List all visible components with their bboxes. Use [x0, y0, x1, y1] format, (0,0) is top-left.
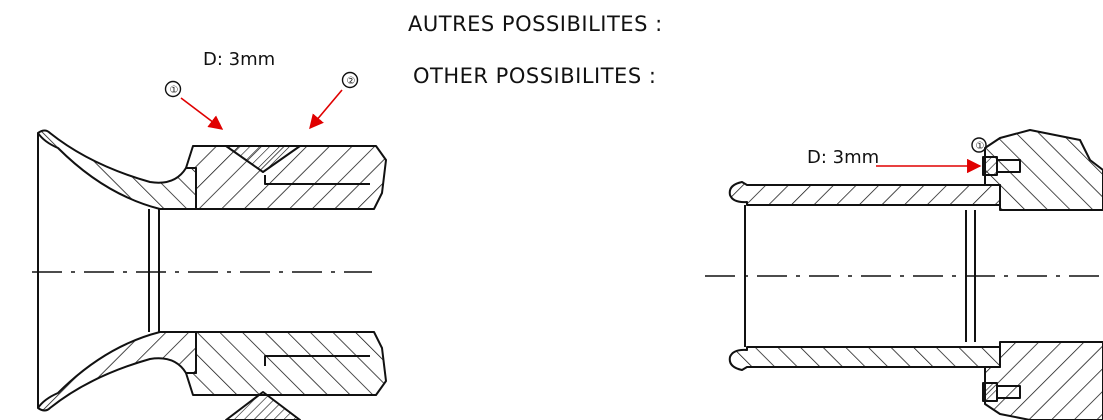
right-callout-1: ① — [971, 137, 987, 153]
right-view: D: 3mm ① — [705, 129, 1103, 420]
left-dimension-label: D: 3mm — [203, 49, 275, 70]
right-dimension-label: D: 3mm — [807, 147, 879, 168]
title-english: OTHER POSSIBILITES : — [413, 64, 656, 88]
left-callout-1-number: ① — [170, 85, 179, 96]
left-lower-flange — [37, 331, 197, 412]
right-upper-pipe-wall — [728, 181, 1001, 206]
left-callout-2: ② — [341, 71, 359, 89]
left-callout-1: ① — [164, 80, 182, 98]
left-lower-step — [264, 355, 370, 366]
right-lower-body — [984, 341, 1103, 420]
right-lower-pin-slot — [997, 385, 1021, 399]
title-french: AUTRES POSSIBILITES : — [408, 12, 663, 36]
right-upper-body — [984, 129, 1103, 211]
right-upper-pin — [982, 156, 998, 176]
right-lower-pin — [982, 382, 998, 402]
right-upper-pin-slot — [997, 159, 1021, 173]
left-upper-flange — [37, 129, 197, 210]
left-upper-weld-groove — [225, 145, 301, 173]
left-lower-weld-groove — [225, 391, 301, 420]
right-callout-1-number: ① — [976, 141, 985, 152]
left-upper-step — [264, 175, 370, 185]
left-view: D: 3mm ① ② — [32, 49, 387, 420]
left-leader-arrow-1 — [180, 97, 224, 130]
right-lower-pipe-wall — [728, 346, 1001, 371]
left-leader-arrow-2 — [309, 89, 343, 130]
left-callout-2-number: ② — [347, 76, 356, 87]
left-lower-sleeve — [185, 331, 387, 396]
